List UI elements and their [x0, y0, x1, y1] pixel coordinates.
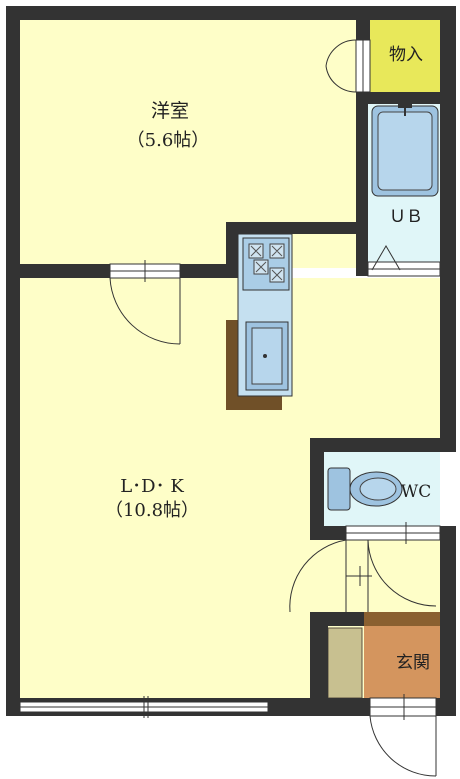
entrance-floor: [364, 624, 440, 700]
western-room-name: 洋室: [151, 100, 189, 122]
entrance-name: 玄関: [396, 653, 430, 673]
toilet-icon: [327, 467, 403, 511]
western-room-size: （5.6帖）: [127, 130, 210, 151]
entrance-step: [364, 612, 440, 626]
labels: 洋室 （5.6帖） 物入 ＵＢ L･D･ K （10.8帖） WC 玄関: [105, 45, 431, 673]
storage-door: [325, 39, 371, 93]
toilet-door: [289, 522, 441, 613]
doors: [109, 39, 441, 777]
ldk-size: （10.8帖）: [105, 500, 199, 521]
bath-door: [367, 245, 441, 277]
western-room-door: [109, 260, 181, 345]
window: [19, 696, 269, 718]
ldk-name: L･D･ K: [120, 476, 184, 497]
kitchen-counter: [226, 233, 293, 410]
counter-shadow-bottom: [226, 396, 282, 410]
inner-partition-line: [346, 566, 372, 586]
bath-name: ＵＢ: [389, 207, 423, 227]
sink-icon: [245, 321, 289, 391]
entrance-door: [369, 694, 437, 777]
stove-icon: [242, 237, 290, 291]
storage-floor: [370, 20, 440, 92]
shoe-box: [327, 627, 363, 699]
toilet-name: WC: [401, 482, 431, 502]
storage-name: 物入: [389, 45, 423, 65]
bathtub-icon: [371, 100, 439, 197]
